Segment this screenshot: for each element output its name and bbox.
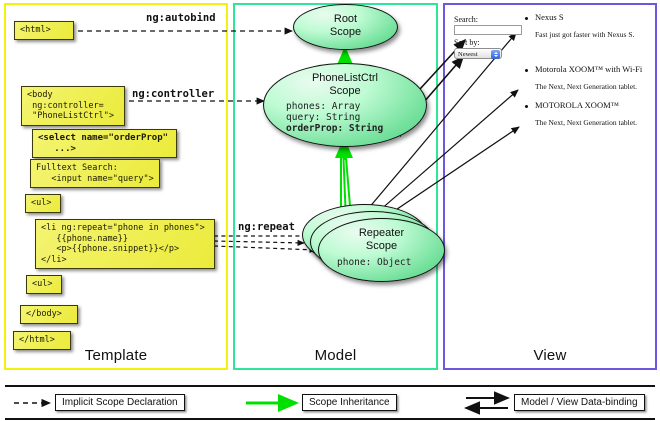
edge-label-ng-autobind: ng:autobind — [146, 12, 216, 24]
scope-repeater: Repeater Scope phone: Object — [318, 218, 445, 282]
list-item-snippet: Fast just got faster with Nexus S. — [535, 30, 635, 39]
list-bullet — [525, 105, 528, 108]
list-item-title: Nexus S — [535, 12, 564, 22]
legend-label-model-view-data-binding: Model / View Data-binding — [514, 394, 645, 411]
view-search-label: Search: — [454, 15, 478, 24]
list-bullet — [525, 69, 528, 72]
code-box-html-close: </html> — [13, 331, 71, 350]
list-item-snippet: The Next, Next Generation tablet. — [535, 82, 638, 91]
list-bullet — [525, 17, 528, 20]
list-item-title: Motorola XOOM™ with Wi-Fi — [535, 64, 643, 74]
scope-phonelistctrl: PhoneListCtrl Scope phones: Array query:… — [263, 63, 427, 147]
edge-label-ng-controller: ng:controller — [132, 88, 215, 100]
column-model: Model — [233, 3, 438, 370]
column-label-view: View — [533, 347, 567, 364]
legend-glyph-model-view-data-binding — [464, 391, 510, 415]
sort-by-select[interactable]: Newest — [454, 48, 502, 59]
code-box-body-close: </body> — [20, 305, 78, 324]
scope-repeater-title-2: Scope — [365, 240, 398, 252]
search-input[interactable] — [454, 25, 522, 35]
list-item-title: MOTOROLA XOOM™ — [535, 100, 619, 110]
code-box-html-open: <html> — [14, 21, 74, 40]
scope-root: Root Scope — [293, 4, 398, 50]
code-box-fulltext-search: Fulltext Search: <input name="query"> — [30, 159, 160, 188]
scope-prop-orderprop: orderProp: String — [286, 123, 384, 134]
legend-label-implicit-scope-declaration: Implicit Scope Declaration — [55, 394, 185, 411]
code-box-body-open: <body ng:controller= "PhoneListCtrl"> — [21, 86, 125, 126]
scope-prop-phone: phone: Object — [337, 257, 412, 268]
scope-root-title-1: Root — [333, 13, 358, 25]
list-item-snippet: The Next, Next Generation tablet. — [535, 118, 638, 127]
scope-repeater-title-1: Repeater — [358, 227, 405, 239]
code-box-select-orderprop: <select name="orderProp" ...> — [32, 129, 177, 158]
column-label-model: Model — [314, 347, 357, 364]
legend-label-scope-inheritance: Scope Inheritance — [302, 394, 397, 411]
scope-prop-phones: phones: Array — [286, 101, 361, 112]
scope-phonelistctrl-title-1: PhoneListCtrl — [311, 72, 379, 84]
code-box-ul-open: <ul> — [25, 194, 61, 213]
code-box-ul-close: <ul> — [26, 275, 62, 294]
canvas-bottom-rule — [5, 418, 655, 420]
column-label-template: Template — [84, 347, 148, 364]
scope-prop-query: query: String — [286, 112, 361, 123]
legend-divider — [5, 385, 655, 387]
edge-label-ng-repeat: ng:repeat — [238, 221, 295, 233]
scope-phonelistctrl-title-2: Scope — [329, 85, 361, 97]
sort-by-selected-value: Newest — [458, 51, 478, 58]
code-box-li-repeat: <li ng:repeat="phone in phones"> {{phone… — [35, 219, 215, 269]
scope-root-title-2: Scope — [329, 26, 362, 38]
view-sort-label: Sort by: — [454, 38, 480, 47]
chevron-updown-icon — [491, 50, 500, 59]
